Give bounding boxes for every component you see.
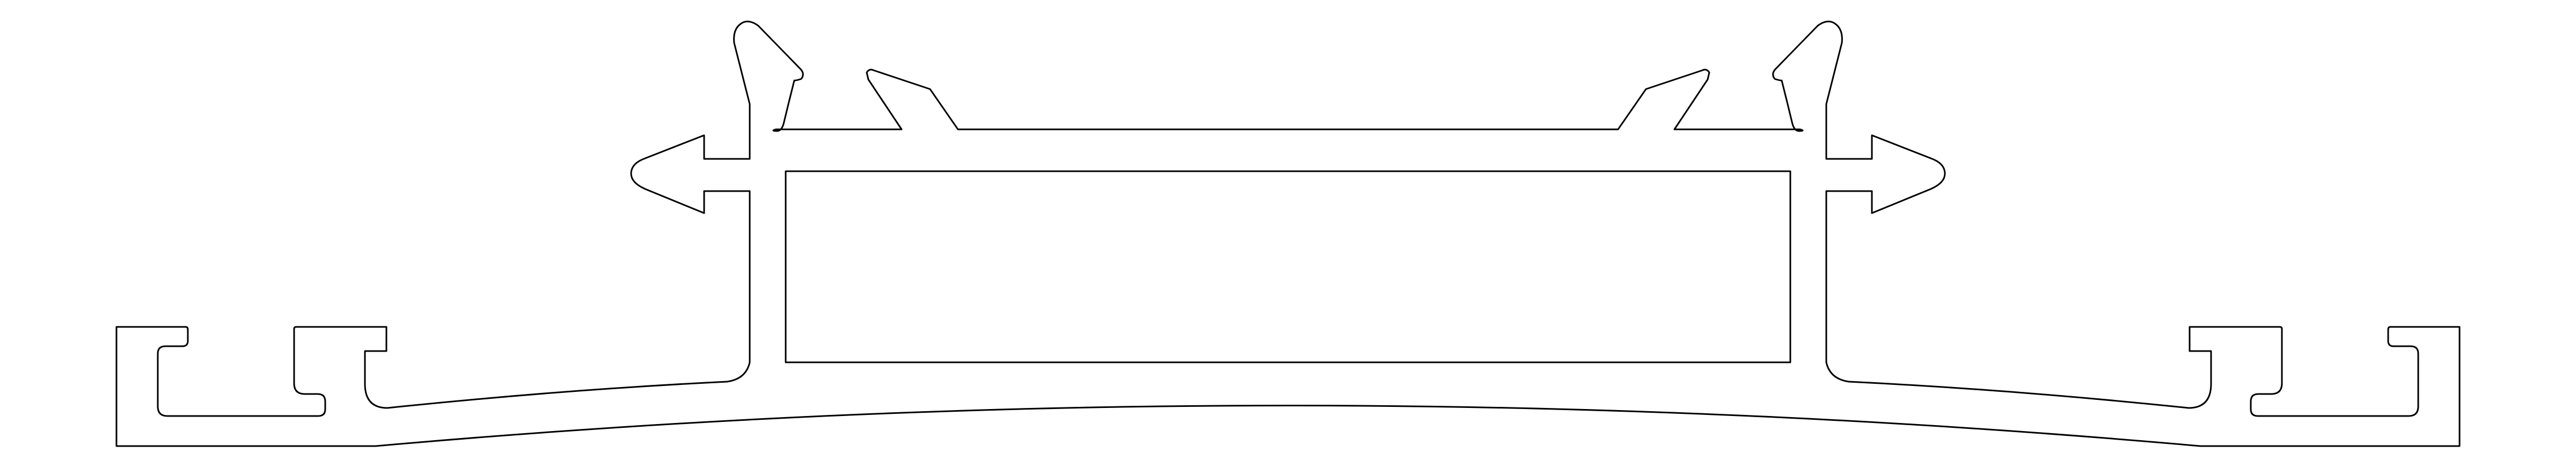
inner-chamber xyxy=(785,170,1791,363)
outer-contour xyxy=(115,20,2461,447)
